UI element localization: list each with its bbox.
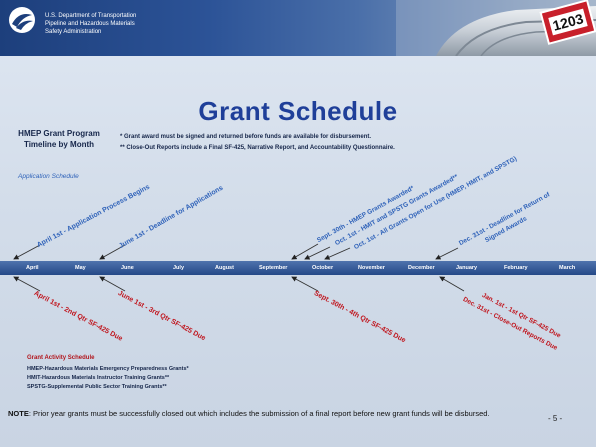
note-label: NOTE xyxy=(8,409,29,418)
application-schedule-label: Application Schedule xyxy=(18,173,79,180)
month-march: March xyxy=(559,265,576,271)
agency-line-2: Pipeline and Hazardous Materials xyxy=(45,21,135,27)
grant-spstg: SPSTG-Supplemental Public Sector Trainin… xyxy=(27,384,167,390)
grant-activity-legend: Grant Activity Schedule HMEP-Hazardous M… xyxy=(27,355,189,392)
note-text: : Prior year grants must be successfully… xyxy=(28,409,490,418)
month-timeline-bar xyxy=(0,261,596,275)
award-note: * Grant award must be signed and returne… xyxy=(120,134,372,140)
agency-line-1: U.S. Department of Transportation xyxy=(45,13,137,19)
month-august: August xyxy=(215,265,234,271)
month-november: November xyxy=(358,265,385,271)
timeline-subtitle: HMEP Grant Program Timeline by Month xyxy=(4,128,114,150)
month-september: September xyxy=(259,265,288,271)
agency-name: U.S. Department of Transportation Pipeli… xyxy=(45,12,136,36)
closeout-note: ** Close-Out Reports include a Final SF-… xyxy=(120,145,395,151)
grant-activity-title: Grant Activity Schedule xyxy=(27,355,95,361)
subtitle-line-2: Timeline by Month xyxy=(23,140,95,149)
month-june: June xyxy=(121,265,134,271)
slide-title: Grant Schedule xyxy=(198,96,398,126)
page-number: - 5 - xyxy=(548,414,563,423)
month-january: January xyxy=(456,265,478,271)
grant-hmit: HMIT-Hazardous Materials Instructor Trai… xyxy=(27,375,170,381)
month-april: April xyxy=(26,265,39,271)
month-july: July xyxy=(173,265,185,271)
dot-logo-icon xyxy=(9,7,35,33)
month-december: December xyxy=(408,265,435,271)
agency-line-3: Safety Administration xyxy=(45,29,102,35)
subtitle-line-1: HMEP Grant Program xyxy=(18,129,100,138)
header-banner: U.S. Department of Transportation Pipeli… xyxy=(0,0,596,56)
month-october: October xyxy=(312,265,334,271)
closeout-requirement-note: NOTE: Prior year grants must be successf… xyxy=(8,408,498,419)
tanker-truck-image: 1203 xyxy=(396,0,596,56)
grant-hmep: HMEP-Hazardous Materials Emergency Prepa… xyxy=(27,366,189,372)
month-may: May xyxy=(75,265,86,271)
svg-text:1203: 1203 xyxy=(551,10,585,34)
month-february: February xyxy=(504,265,528,271)
